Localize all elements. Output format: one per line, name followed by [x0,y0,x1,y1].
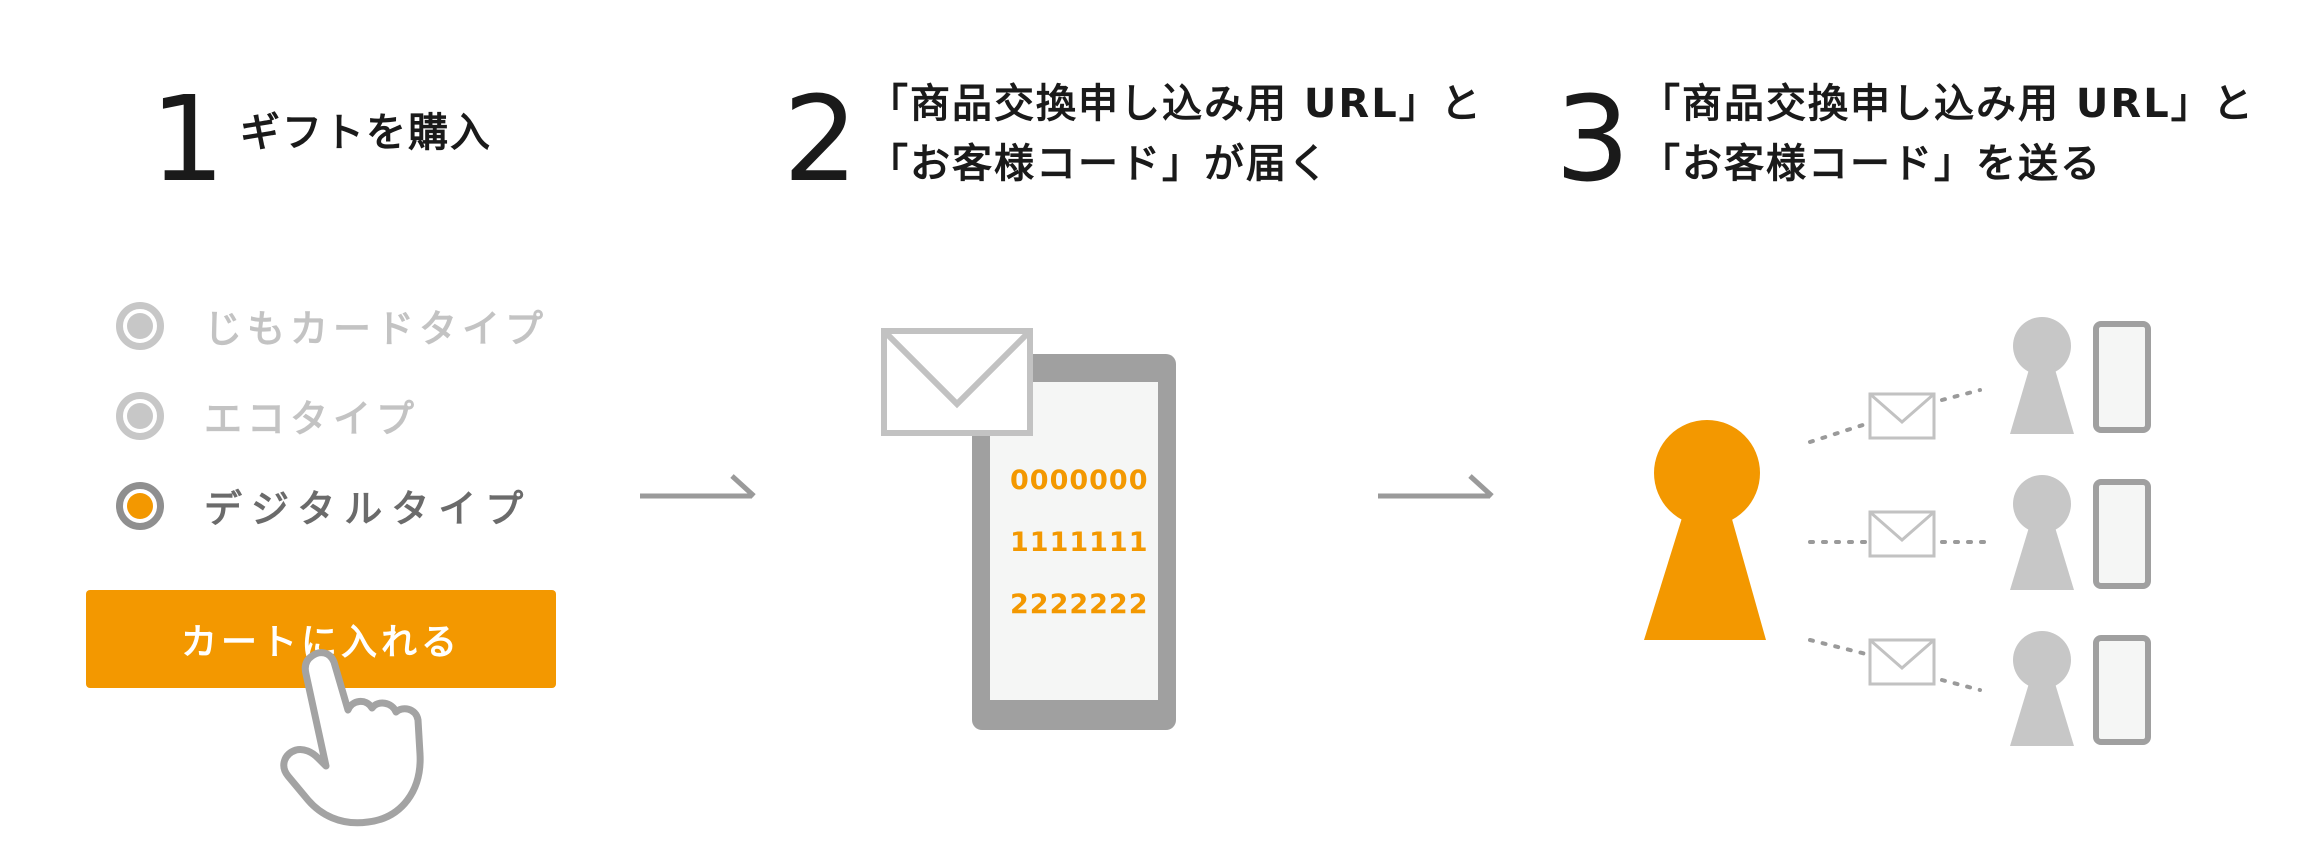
smartphone-small-icon [2093,635,2151,745]
smartphone-icon [972,354,1176,730]
arrow-right-icon [1378,474,1494,499]
person-recipient-icon [2010,631,2074,746]
person-recipient-icon [2010,317,2074,434]
option-label: デジタルタイプ [204,487,533,531]
smartphone-small-icon [2093,479,2151,589]
envelope-icon [881,328,1033,436]
code-line: 2222222 [1010,589,1149,620]
step-2-title-line1: 「商品交換申し込み用 URL」と [868,81,1483,127]
envelope-small-icon [1868,638,1936,686]
step-3-number: 3 [1555,70,1631,208]
code-line: 0000000 [1010,465,1149,496]
radio-icon[interactable] [116,301,164,350]
option-digital[interactable]: デジタルタイプ [116,478,532,533]
option-eco[interactable]: エコタイプ [116,388,419,443]
code-line: 1111111 [1010,527,1149,558]
arrow-right-icon [640,474,756,499]
smartphone-small-icon [2093,321,2151,433]
envelope-small-icon [1868,392,1936,440]
radio-selected-icon[interactable] [116,481,164,530]
option-label: じもカードタイプ [204,307,549,351]
envelope-small-icon [1868,510,1936,558]
step-2-number: 2 [783,70,859,208]
option-jimo-card[interactable]: じもカードタイプ [116,298,548,353]
dotted-line [1808,388,1992,692]
option-label: エコタイプ [204,397,420,441]
person-recipient-icon [2010,475,2074,590]
step-1-number: 1 [150,70,226,208]
step-3-title-line2: 「お客様コード」を送る [1640,141,2102,187]
step-1-title: ギフトを購入 [240,110,492,156]
step-3-title-line1: 「商品交換申し込み用 URL」と [1640,81,2255,127]
step-2-title-line2: 「お客様コード」が届く [868,141,1330,187]
hand-pointer-icon [280,649,424,827]
person-sender-icon [1644,420,1766,640]
radio-icon[interactable] [116,391,164,440]
